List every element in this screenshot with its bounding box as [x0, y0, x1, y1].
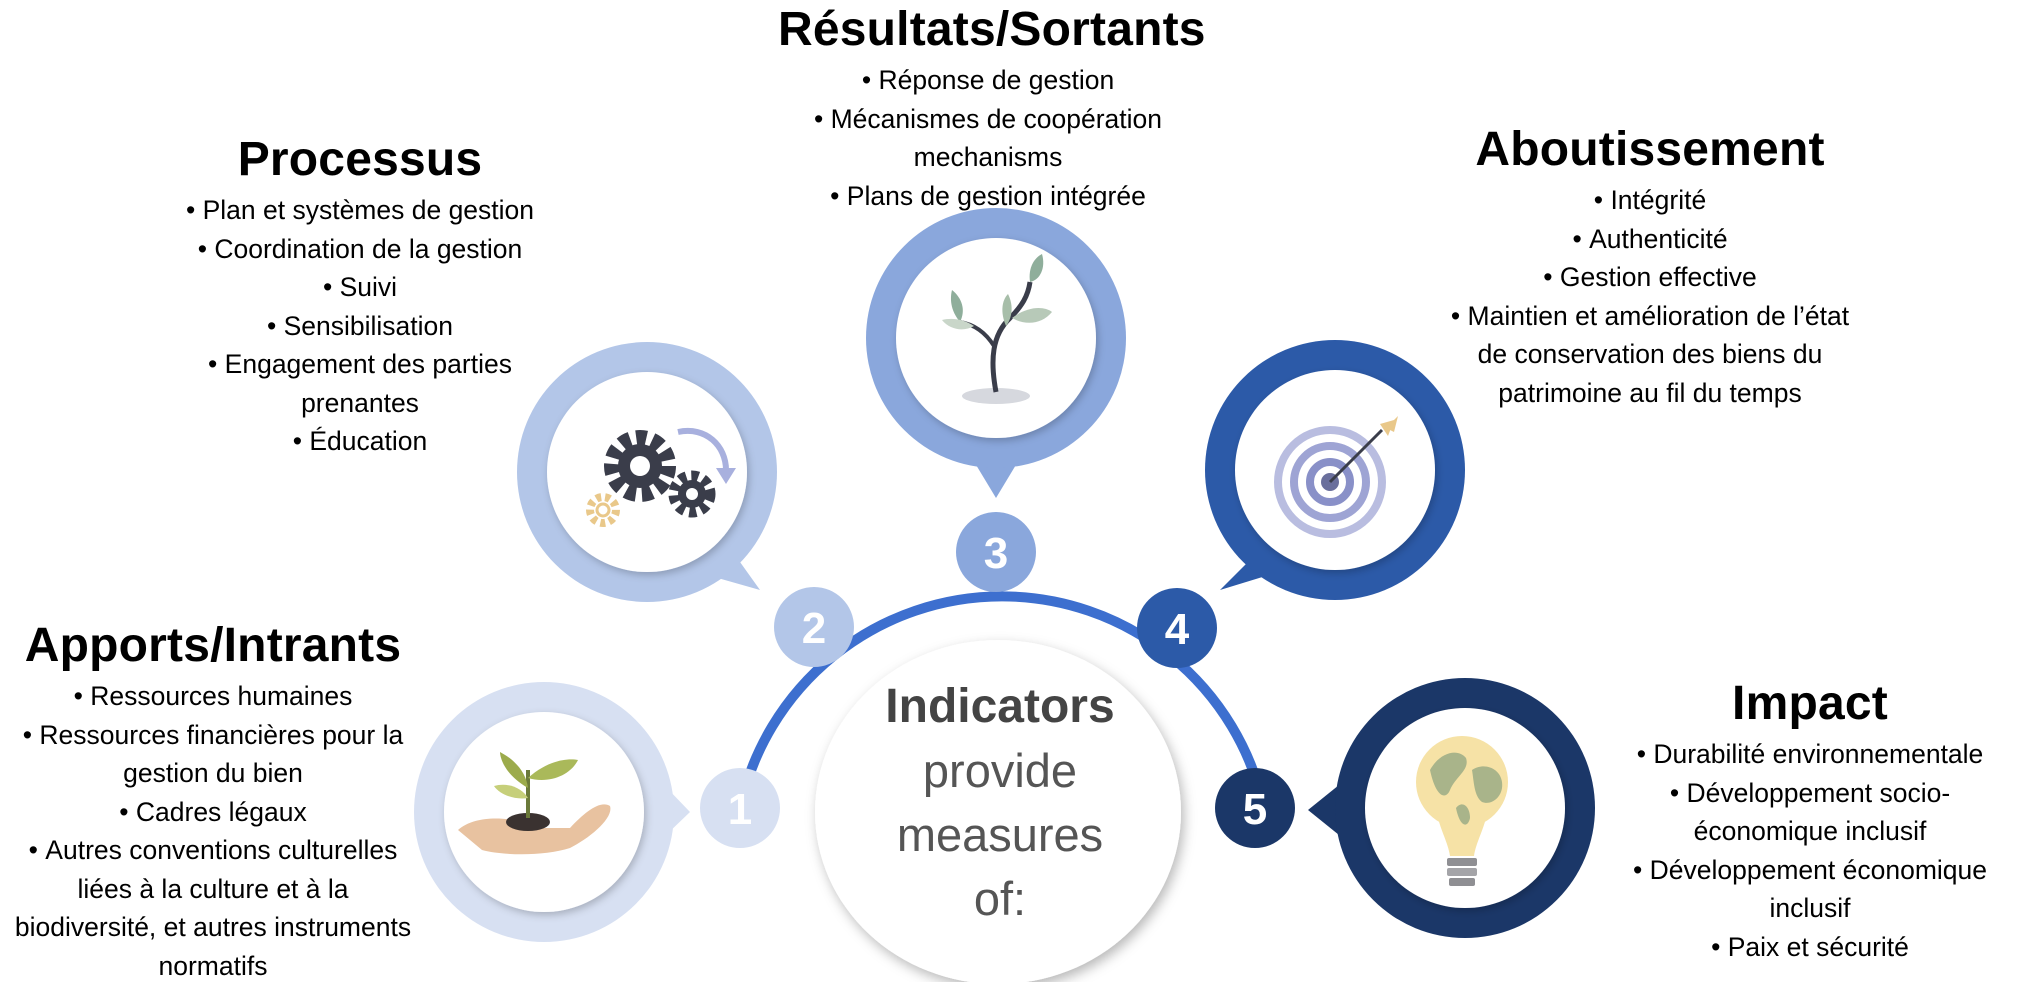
center-circle	[815, 640, 1181, 982]
stage-1-bubble	[414, 682, 690, 942]
list-item: Ressources humaines	[8, 677, 418, 716]
stage-2-list: Plan et systèmes de gestion Coordination…	[160, 191, 560, 461]
stage-4-list: Intégrité Authenticité Gestion effective…	[1450, 181, 1850, 412]
stage-2-bubble	[517, 342, 777, 602]
list-item: Maintien et amélioration de l’état de co…	[1450, 297, 1850, 413]
hand-with-sprout-icon	[458, 752, 611, 855]
stage-2-number: 2	[802, 604, 826, 653]
center-line-2: measures	[896, 808, 1104, 861]
stage-5-node	[1215, 768, 1295, 848]
stage-5-text: Impact Durabilité environnementale Dével…	[1600, 676, 2020, 966]
connector-arc	[735, 591, 1269, 810]
stage-5-title: Impact	[1732, 677, 1888, 730]
stage-1-number: 1	[728, 785, 752, 834]
stage-1-title: Apports/Intrants	[24, 619, 402, 672]
stage-4-title: Aboutissement	[1475, 123, 1825, 176]
stage-4-number: 4	[1165, 605, 1190, 654]
stage-3-list: Réponse de gestion Mécanismes de coopéra…	[778, 61, 1198, 215]
list-item: Plan et systèmes de gestion	[160, 191, 560, 230]
stage-3-text: Résultats/Sortants Réponse de gestion Mé…	[778, 2, 1206, 215]
gears-icon	[586, 427, 736, 527]
stage-3-node	[956, 512, 1036, 592]
lightbulb-globe-icon	[1416, 736, 1508, 886]
stage-2-title: Processus	[237, 133, 483, 186]
list-item: Suivi	[160, 268, 560, 307]
stage-1-list: Ressources humaines Ressources financièr…	[8, 677, 418, 982]
stage-4-node	[1137, 588, 1217, 668]
stage-4-bubble	[1205, 340, 1465, 600]
stage-2-text: Processus Plan et systèmes de gestion Co…	[160, 132, 560, 461]
list-item: Durabilité environnementale	[1600, 735, 2020, 774]
center-title: Indicators	[885, 680, 1115, 733]
center-line-3: of:	[973, 872, 1027, 925]
stage-3-title: Résultats/Sortants	[778, 3, 1206, 56]
list-item: Autres conventions culturelles liées à l…	[8, 831, 418, 982]
list-item: Paix et sécurité	[1600, 928, 2020, 967]
list-item: Engagement des parties prenantes	[160, 345, 560, 422]
list-item: Développement socio-économique inclusif	[1600, 774, 2020, 851]
list-item: Gestion effective	[1450, 258, 1850, 297]
stage-4-text: Aboutissement Intégrité Authenticité Ges…	[1450, 122, 1850, 412]
center-line-1: provide	[922, 744, 1078, 797]
list-item: Ressources financières pour la gestion d…	[8, 716, 418, 793]
target-icon	[1274, 416, 1398, 538]
center-text: Indicators provide measures of:	[810, 675, 1190, 931]
stage-5-number: 5	[1243, 785, 1267, 834]
list-item: Mécanismes de coopération mechanisms	[778, 100, 1198, 177]
stage-3-bubble	[866, 208, 1126, 498]
stage-1-text: Apports/Intrants Ressources humaines Res…	[8, 618, 418, 982]
list-item: Développement économique inclusif	[1600, 851, 2020, 928]
list-item: Éducation	[160, 422, 560, 461]
list-item: Coordination de la gestion	[160, 230, 560, 269]
plant-icon	[942, 254, 1052, 404]
list-item: Intégrité	[1450, 181, 1850, 220]
list-item: Authenticité	[1450, 220, 1850, 259]
stage-5-list: Durabilité environnementale Développemen…	[1600, 735, 2020, 966]
stage-5-bubble	[1308, 678, 1595, 938]
stage-2-node	[774, 587, 854, 667]
list-item: Cadres légaux	[8, 793, 418, 832]
list-item: Sensibilisation	[160, 307, 560, 346]
list-item: Plans de gestion intégrée	[778, 177, 1198, 216]
stage-3-number: 3	[984, 529, 1008, 578]
list-item: Réponse de gestion	[778, 61, 1198, 100]
stage-1-node	[700, 768, 780, 848]
